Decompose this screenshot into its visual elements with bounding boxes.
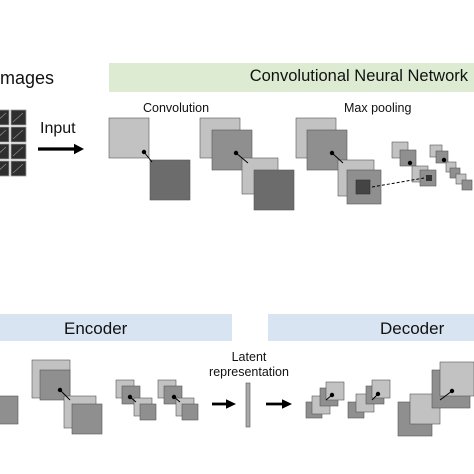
input-arrow-head [74, 143, 84, 155]
conv2-out-front [253, 169, 295, 211]
image-thumbnail [0, 143, 10, 160]
image-thumbnail-texture [0, 163, 7, 170]
enc3-kernel-line [173, 396, 181, 403]
enc2-map [139, 403, 157, 421]
cnn-banner [109, 63, 474, 92]
enc-map-left [0, 395, 19, 425]
pool-kernel-line [331, 152, 344, 164]
latent-representation-label: Latent representation [206, 350, 292, 380]
encoder-banner [0, 314, 232, 341]
pool-map-front [306, 129, 348, 171]
convolution-label: Convolution [143, 101, 210, 115]
decoder-label: Decoder [380, 319, 445, 338]
latent-vector [245, 382, 251, 428]
dec3-map-front [439, 361, 474, 397]
deep-map [461, 179, 473, 191]
decoder-banner [268, 314, 474, 341]
input-label: Input [40, 120, 76, 137]
dec1-kernel-line [325, 394, 333, 401]
images-label: mages [0, 68, 55, 88]
image-thumbnail-texture [12, 112, 24, 123]
encoder-arrow-head [226, 399, 236, 409]
dec2-kernel-line [371, 393, 379, 401]
pooling-window [355, 179, 371, 195]
latent-line-2: representation [209, 365, 289, 379]
max-pooling-label: Max pooling [344, 101, 412, 115]
deep-map [449, 167, 461, 179]
image-thumbnail-texture [0, 112, 7, 119]
deep-map [435, 150, 449, 164]
conv-output-map [149, 159, 191, 201]
dec3-out-back [409, 393, 441, 425]
enc-kernel-line [59, 389, 71, 401]
image-thumbnail-texture [12, 163, 24, 174]
deep-kernel-dot [407, 160, 413, 166]
pooled-cell [426, 175, 432, 181]
deep-map [455, 173, 467, 185]
image-thumbnail-texture [0, 146, 7, 153]
dec3-kernel-line [439, 390, 453, 401]
image-thumbnail-texture [12, 146, 24, 157]
image-thumbnail [0, 126, 10, 143]
image-thumbnail [0, 109, 10, 126]
enc-out-front [71, 403, 103, 435]
image-thumbnail-texture [0, 129, 7, 136]
image-thumbnail [0, 160, 10, 177]
encoder-label: Encoder [64, 319, 128, 338]
enc2-kernel-line [129, 396, 137, 403]
image-thumbnail-texture [12, 129, 24, 140]
decoder-arrow-head [282, 399, 292, 409]
pooling-dashed-line [371, 177, 425, 188]
deep-kernel-dot [441, 157, 447, 163]
conv2-kernel-line [235, 152, 249, 164]
cnn-title: Convolutional Neural Network [249, 67, 468, 85]
dec2-map [371, 379, 391, 399]
conv-kernel-line [143, 151, 153, 163]
latent-line-1: Latent [231, 350, 267, 364]
enc3-map [181, 403, 199, 421]
pooled-map [399, 149, 417, 167]
